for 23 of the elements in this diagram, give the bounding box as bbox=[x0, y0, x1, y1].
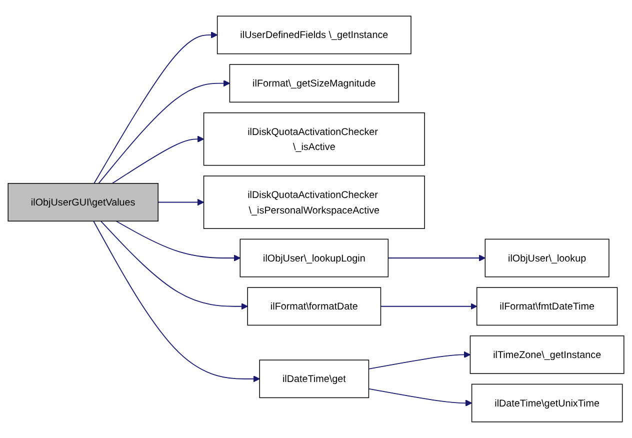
arrow bbox=[380, 303, 478, 310]
node-box: ilDiskQuotaActivationChecker \_isActive bbox=[203, 112, 425, 166]
node-box: ilFormat\fmtDateTime bbox=[476, 287, 618, 326]
node-box: ilObjUser\_lookup bbox=[484, 238, 610, 278]
node-box: ilObjUserGUI\getValues bbox=[8, 183, 158, 222]
arrow bbox=[368, 388, 472, 406]
node-box: ilUserDefinedFields \_getInstance bbox=[216, 16, 412, 54]
node-box: ilDateTime\getUnixTime bbox=[471, 384, 623, 422]
arrow bbox=[112, 136, 204, 184]
arrow bbox=[98, 80, 230, 184]
arrow bbox=[93, 220, 260, 382]
arrow bbox=[158, 198, 204, 206]
node-box: ilTimeZone\_getInstance bbox=[470, 335, 624, 374]
arrow bbox=[368, 351, 471, 370]
arrow bbox=[94, 32, 218, 184]
node-box: ilFormat\formatDate bbox=[247, 287, 382, 326]
node-box: ilDiskQuotaActivationChecker \_isPersonalWorkspaceActive bbox=[203, 176, 425, 229]
node-box: ilFormat\_getSizeMagnitude bbox=[229, 64, 399, 103]
node-box: ilDateTime\get bbox=[259, 360, 370, 398]
arrow bbox=[100, 220, 248, 310]
arrow bbox=[388, 254, 486, 262]
node-box: ilObjUser\_lookupLogin bbox=[240, 238, 389, 278]
arrow bbox=[116, 220, 240, 262]
